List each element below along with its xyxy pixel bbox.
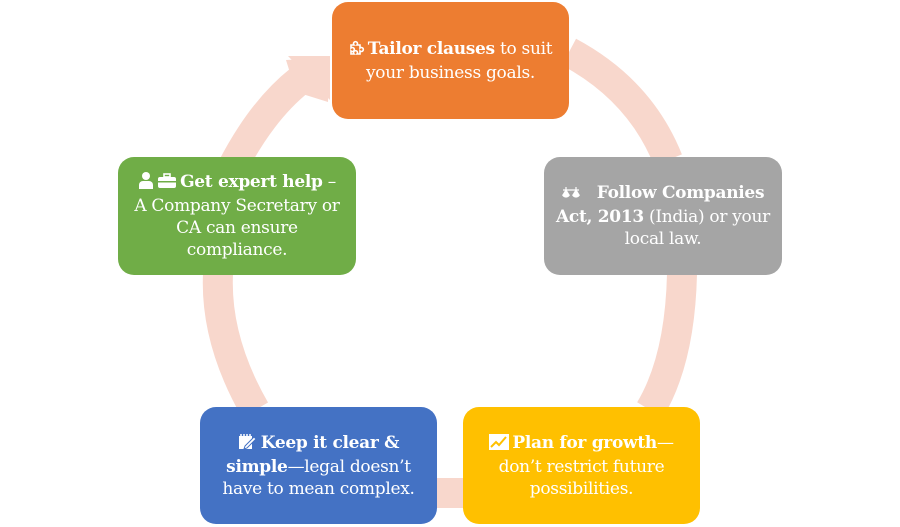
step-tailor-clauses: Tailor clauses to suit your business goa… (332, 2, 569, 119)
cycle-arrowhead-body (286, 58, 330, 102)
step-follow-text: (India) or your local law. (624, 207, 771, 249)
step-expert-text: – A Company Secretary or CA can ensure c… (134, 172, 340, 260)
step-tailor-text: to suit your business goals. (366, 38, 553, 83)
cycle-arc-growth-to-clear (437, 478, 463, 508)
expert-person-icon (138, 171, 154, 195)
cycle-arc-follow-to-growth (636, 273, 697, 418)
puzzle-piece-icon (349, 40, 365, 62)
step-get-expert-help: Get expert help – A Company Secretary or… (118, 157, 356, 275)
step-plan-growth: Plan for growth—don’t restrict future po… (463, 407, 700, 524)
step-growth-text: —don’t restrict future possibilities. (498, 432, 674, 499)
step-clear-bold: Keep it clear & simple (226, 432, 400, 477)
cycle-arc-tailor-to-follow (561, 38, 682, 166)
step-growth-bold: Plan for growth (512, 432, 657, 453)
growth-chart-icon (489, 433, 510, 456)
step-keep-clear: Keep it clear & simple—legal doesn’t hav… (200, 407, 437, 524)
step-expert-bold: Get expert help (180, 172, 323, 192)
cycle-arc-clear-to-expert (202, 273, 269, 418)
step-follow-bold: Follow Companies Act, 2013 (556, 183, 765, 227)
scales-icon (561, 184, 580, 206)
briefcase-icon (157, 173, 177, 195)
step-tailor-bold: Tailor clauses (367, 38, 495, 59)
step-clear-text: —legal doesn’t have to mean complex. (222, 456, 415, 499)
step-follow-law: Follow Companies Act, 2013 (India) or yo… (544, 157, 782, 275)
cycle-arc-expert-to-tailor (218, 68, 310, 175)
notepad-pencil-icon (238, 433, 258, 456)
